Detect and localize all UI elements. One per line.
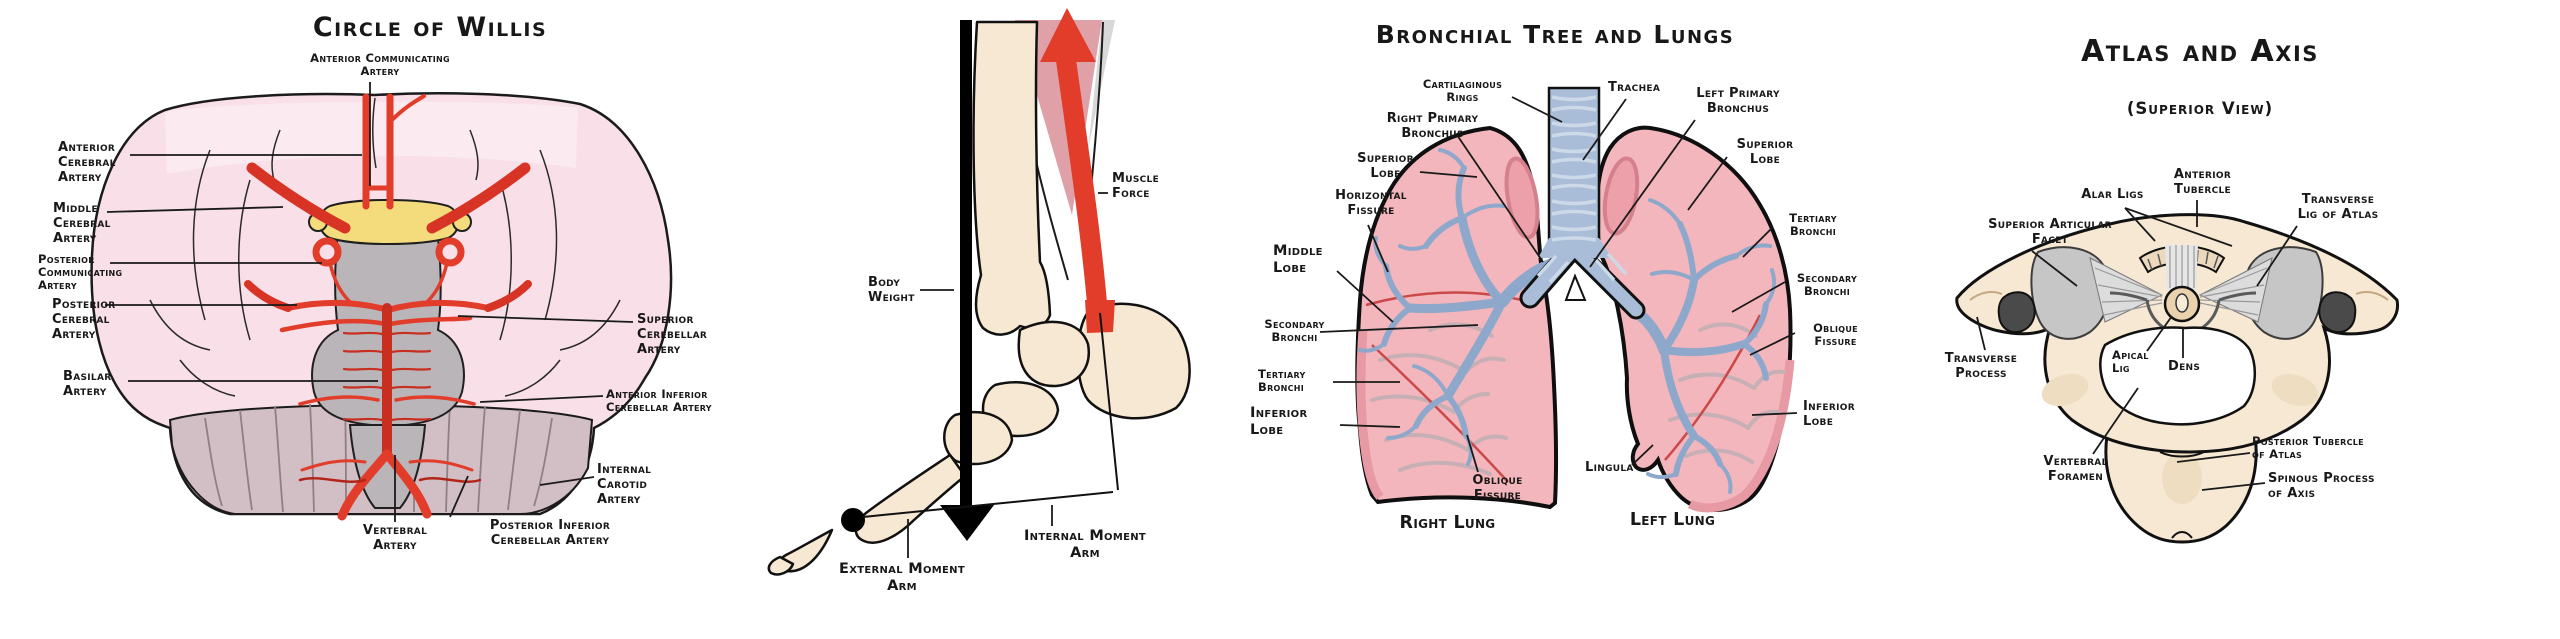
leader-lines bbox=[907, 192, 1108, 558]
label-alar-ligs: Alar Ligs bbox=[2081, 187, 2144, 202]
label-internal-carotid-artery: Internal Carotid Artery bbox=[597, 462, 652, 507]
label-left-primary-bronchus: Left Primary Bronchus bbox=[1696, 86, 1780, 116]
label-anterior-tubercle: Anterior Tubercle bbox=[2173, 167, 2232, 197]
label-apical-lig: Apical Lig bbox=[2112, 348, 2149, 376]
caption-right-lung: Right Lung bbox=[1399, 513, 1496, 533]
label-basilar-artery: Basilar Artery bbox=[63, 369, 112, 399]
circle-of-willis-illustration bbox=[90, 82, 673, 522]
muscle-force-arrow bbox=[1056, 58, 1108, 316]
posterior-tubercle-bump bbox=[2159, 451, 2205, 458]
cartilage-stripes bbox=[1536, 95, 1628, 284]
label-transverse-lig-of-atlas: Transverse Lig of Atlas bbox=[2297, 192, 2379, 222]
panel-title-circle-of-willis: Circle of Willis bbox=[312, 12, 548, 43]
bronchial-tree-illustration bbox=[1319, 86, 1798, 513]
panel-circle-of-willis: Circle of Willis Anterior Communicating … bbox=[0, 0, 770, 639]
label-inferior-lobe-left-lung: Inferior Lobe bbox=[1803, 399, 1855, 429]
label-posterior-cerebral-artery: Posterior Cerebral Artery bbox=[52, 297, 116, 342]
label-dens: Dens bbox=[2168, 359, 2201, 374]
leader-lines bbox=[1319, 96, 1798, 473]
label-secondary-bronchi-left-lung: Secondary Bronchi bbox=[1796, 271, 1858, 299]
atlas-axis-illustration bbox=[1955, 200, 2400, 544]
label-trachea: Trachea bbox=[1608, 80, 1661, 95]
carina-notch bbox=[1564, 273, 1587, 301]
label-lingula: Lingula bbox=[1585, 460, 1634, 475]
panel-atlas-and-axis: Atlas and Axis (Superior View) Alar Ligs… bbox=[1900, 0, 2560, 639]
label-spinous-process-of-axis: Spinous Process of Axis bbox=[2268, 471, 2375, 501]
panel-subtitle-atlas-axis: (Superior View) bbox=[2126, 99, 2274, 118]
label-posterior-communicating-artery: Posterior Communicating Artery bbox=[38, 252, 123, 293]
label-vertebral-foramen: Vertebral Foramen bbox=[2043, 454, 2108, 484]
artery-network bbox=[244, 93, 532, 521]
vertebral-foramen-opening bbox=[2099, 326, 2257, 426]
label-superior-lobe-left-lung: Superior Lobe bbox=[1736, 137, 1794, 167]
label-superior-cerebellar-artery: Superior Cerebellar Artery bbox=[637, 312, 708, 357]
label-superior-lobe-right-lung: Superior Lobe bbox=[1357, 151, 1414, 181]
label-inferior-lobe-right-lung: Inferior Lobe bbox=[1250, 405, 1308, 438]
transverse-foramen-right bbox=[2318, 291, 2357, 334]
label-secondary-bronchi-right-lung: Secondary Bronchi bbox=[1264, 317, 1325, 345]
left-lung-drawing bbox=[1594, 125, 1795, 513]
label-tertiary-bronchi-left-lung: Tertiary Bronchi bbox=[1789, 211, 1837, 239]
label-anterior-communicating-artery: Anterior Communicating Artery bbox=[310, 51, 450, 79]
label-oblique-fissure-left-lung: Oblique Fissure bbox=[1813, 321, 1858, 349]
label-muscle-force: Muscle Force bbox=[1112, 171, 1160, 201]
leader-lines bbox=[1976, 200, 2298, 491]
panel-title-atlas-axis: Atlas and Axis bbox=[2081, 34, 2319, 69]
ligaments bbox=[2089, 245, 2273, 336]
label-posterior-inferior-cerebellar-artery: Posterior Inferior Cerebellar Artery bbox=[489, 518, 611, 548]
label-tertiary-bronchi-right-lung: Tertiary Bronchi bbox=[1258, 367, 1306, 395]
label-cartilaginous-rings: Cartilaginous Rings bbox=[1422, 77, 1503, 105]
label-vertebral-artery: Vertebral Artery bbox=[362, 523, 428, 553]
brain-sulci bbox=[149, 97, 621, 397]
transverse-foramen-left bbox=[1997, 291, 2036, 334]
body-weight-arrowhead bbox=[940, 505, 994, 541]
force-vectors bbox=[841, 8, 1115, 541]
label-superior-articular-facet: Superior Articular Facet bbox=[1988, 217, 2112, 247]
body-weight-line bbox=[960, 20, 972, 507]
caption-left-lung: Left Lung bbox=[1629, 510, 1716, 530]
label-anterior-inferior-cerebellar-artery: Anterior Inferior Cerebellar Artery bbox=[606, 387, 712, 415]
leader-lines bbox=[105, 82, 634, 522]
label-right-primary-bronchus: Right Primary Bronchus bbox=[1386, 111, 1479, 141]
label-external-moment-arm: External Moment Arm bbox=[839, 561, 965, 594]
label-horizontal-fissure: Horizontal Fissure bbox=[1335, 188, 1407, 218]
ankle-lever-illustration bbox=[767, 8, 1191, 576]
pivot-dot bbox=[841, 508, 865, 532]
label-body-weight: Body Weight bbox=[868, 275, 915, 305]
bones-drawing bbox=[767, 20, 1191, 576]
dens bbox=[2163, 285, 2201, 323]
panel-ankle-moment-arms: Body Weight Muscle Force External Moment… bbox=[740, 0, 1200, 639]
label-posterior-tubercle-of-atlas: Posterior Tubercle of Atlas bbox=[2252, 434, 2364, 462]
label-middle-cerebral-artery: Middle Cerebral Artery bbox=[53, 201, 111, 246]
brain-drawing bbox=[90, 92, 673, 521]
panel-bronchial-tree-lungs: Bronchial Tree and Lungs Cartilaginous R… bbox=[1200, 0, 1900, 639]
trachea-drawing bbox=[1519, 86, 1646, 320]
label-middle-lobe: Middle Lobe bbox=[1273, 243, 1323, 276]
left-lung-vessels bbox=[1668, 322, 1786, 464]
label-transverse-process: Transverse Process bbox=[1944, 351, 2018, 381]
label-internal-moment-arm: Internal Moment Arm bbox=[1023, 528, 1147, 561]
label-anterior-cerebral-artery: Anterior Cerebral Artery bbox=[58, 140, 116, 185]
panel-title-bronchial-tree: Bronchial Tree and Lungs bbox=[1375, 20, 1735, 49]
label-oblique-fissure-right-lung: Oblique Fissure bbox=[1472, 473, 1523, 503]
moment-arm-construction-lines bbox=[862, 312, 1119, 518]
